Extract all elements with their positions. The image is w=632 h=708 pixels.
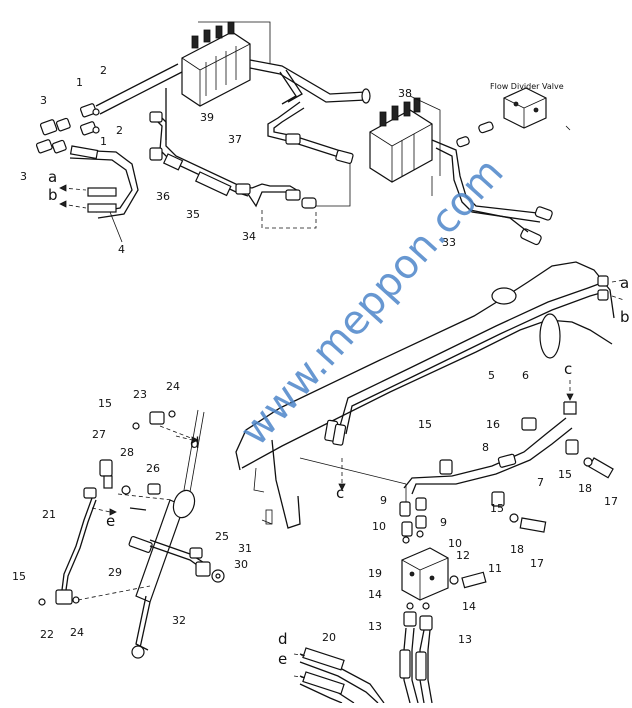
control-valve-38 [369,95,441,183]
hoses-20 [293,647,385,704]
part-label-15: 15 [98,397,112,410]
control-valve-39 [181,21,271,107]
connection-letter-d: d [190,434,200,452]
part-label-1: 1 [76,76,83,89]
hose-33 [431,139,553,246]
part-label-35: 35 [186,208,200,221]
part-label-12: 12 [456,549,470,562]
part-label-23: 23 [133,388,147,401]
part-label-22: 22 [40,628,54,641]
part-label-31: 31 [238,542,252,555]
part-label-16: 16 [486,418,500,431]
part-label-25: 25 [215,530,229,543]
part-label-1-2: 1 [100,135,107,148]
part-label-32: 32 [172,614,186,627]
connection-letter-b: b [48,186,58,204]
part-label-13: 13 [368,620,382,633]
part-label-28: 28 [120,446,134,459]
connection-letter-b-2: b [620,308,630,326]
part-label-17-2: 17 [530,557,544,570]
part-label-36: 36 [156,190,170,203]
part-label-29: 29 [108,566,122,579]
part-label-3: 3 [40,94,47,107]
connection-letter-d-2: d [278,630,288,648]
hoses-13 [399,627,433,704]
watermark-text: www.meppon.com [231,149,512,454]
part-label-26: 26 [146,462,160,475]
part-label-27: 27 [92,428,106,441]
part-label-15-2: 15 [12,570,26,583]
part-label-10-2: 10 [448,537,462,550]
part-label-15-4: 15 [490,502,504,515]
part-label-24: 24 [166,380,180,393]
fittings-1-2-3 [35,103,100,154]
boom-structure [235,261,615,529]
part-label-20: 20 [322,631,336,644]
part-label-38: 38 [398,87,412,100]
connection-letter-a: a [48,168,57,186]
part-label-5: 5 [488,369,495,382]
pipe-21-fittings [38,487,151,606]
part-label-14-2: 14 [462,600,476,613]
part-label-15-5: 15 [558,468,572,481]
part-label-4: 4 [118,243,125,256]
part-label-2-2: 2 [116,124,123,137]
pipe-37 [285,133,354,164]
pipes-5-6 [324,275,625,446]
connection-letter-c: c [336,484,344,502]
part-label-8: 8 [482,441,489,454]
arrows-a-b-left [59,184,87,209]
part-label-3-2: 3 [20,170,27,183]
part-label-24-2: 24 [70,626,84,639]
connection-letter-a-2: a [620,274,629,292]
part-label-34: 34 [242,230,256,243]
flow-divider-caption: Flow Divider Valve [490,82,564,91]
cylinder-32 [131,409,205,659]
part-label-15-3: 15 [418,418,432,431]
hose-assembly-4 [69,145,139,243]
part-label-17: 17 [604,495,618,508]
part-label-39: 39 [200,111,214,124]
left-small-parts [99,425,225,583]
pipes-7-8 [403,380,579,507]
fitting-23-24-15 [132,410,176,430]
block-19 [299,457,487,631]
flow-divider-valve [456,87,571,148]
part-label-7: 7 [537,476,544,489]
part-label-14: 14 [368,588,382,601]
connection-letter-c-2: c [564,360,572,378]
part-label-19: 19 [368,567,382,580]
part-label-13-2: 13 [458,633,472,646]
hose-35-36-34 [149,111,351,229]
part-label-30: 30 [234,558,248,571]
connection-letter-e-2: e [278,650,287,668]
part-label-18-2: 18 [510,543,524,556]
part-label-6: 6 [522,369,529,382]
bolts-17-18 [509,457,614,533]
part-label-11: 11 [488,562,502,575]
connection-letter-e: e [106,512,115,530]
part-label-10: 10 [372,520,386,533]
part-label-9-2: 9 [440,516,447,529]
part-label-21: 21 [42,508,56,521]
arrows-c-d-e [91,393,574,516]
part-label-33: 33 [442,236,456,249]
part-label-18: 18 [578,482,592,495]
part-label-37: 37 [228,133,242,146]
part-label-9: 9 [380,494,387,507]
part-label-2: 2 [100,64,107,77]
